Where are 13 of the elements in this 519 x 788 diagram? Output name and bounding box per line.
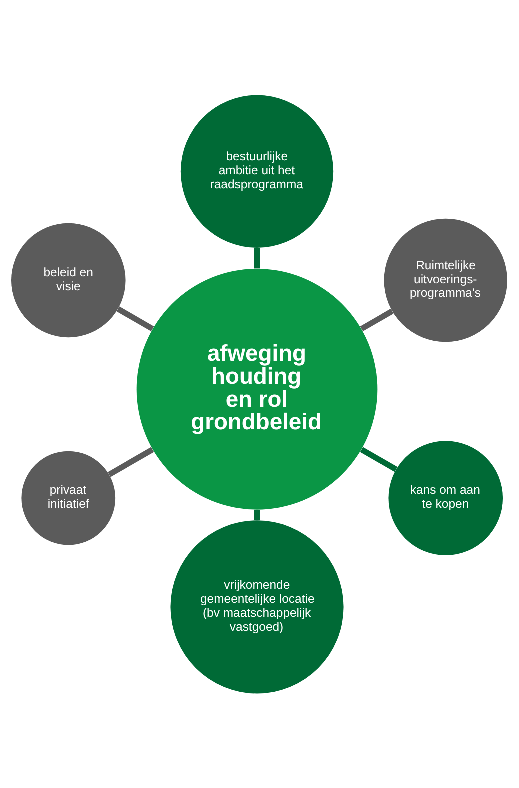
node-circle: vrijkomende gemeentelijke locatie (bv maatschappelijk vastgoed) <box>170 520 344 694</box>
node-circle: kans om aan te kopen <box>388 440 504 555</box>
connector <box>108 446 154 477</box>
connector <box>254 510 260 520</box>
node-circle: bestuurlijke ambitie uit het raadsprogramma <box>180 94 334 248</box>
connector <box>360 446 398 472</box>
connector <box>254 248 260 268</box>
node-circle: privaat initiatief <box>22 450 116 545</box>
node-circle: Ruimtelijke uitvoerings- programma's <box>384 218 508 342</box>
node-circle: beleid en visie <box>11 222 126 338</box>
connector <box>116 306 154 332</box>
node-circle: afweging houding en rol grondbeleid <box>136 268 378 510</box>
connector <box>360 308 394 332</box>
